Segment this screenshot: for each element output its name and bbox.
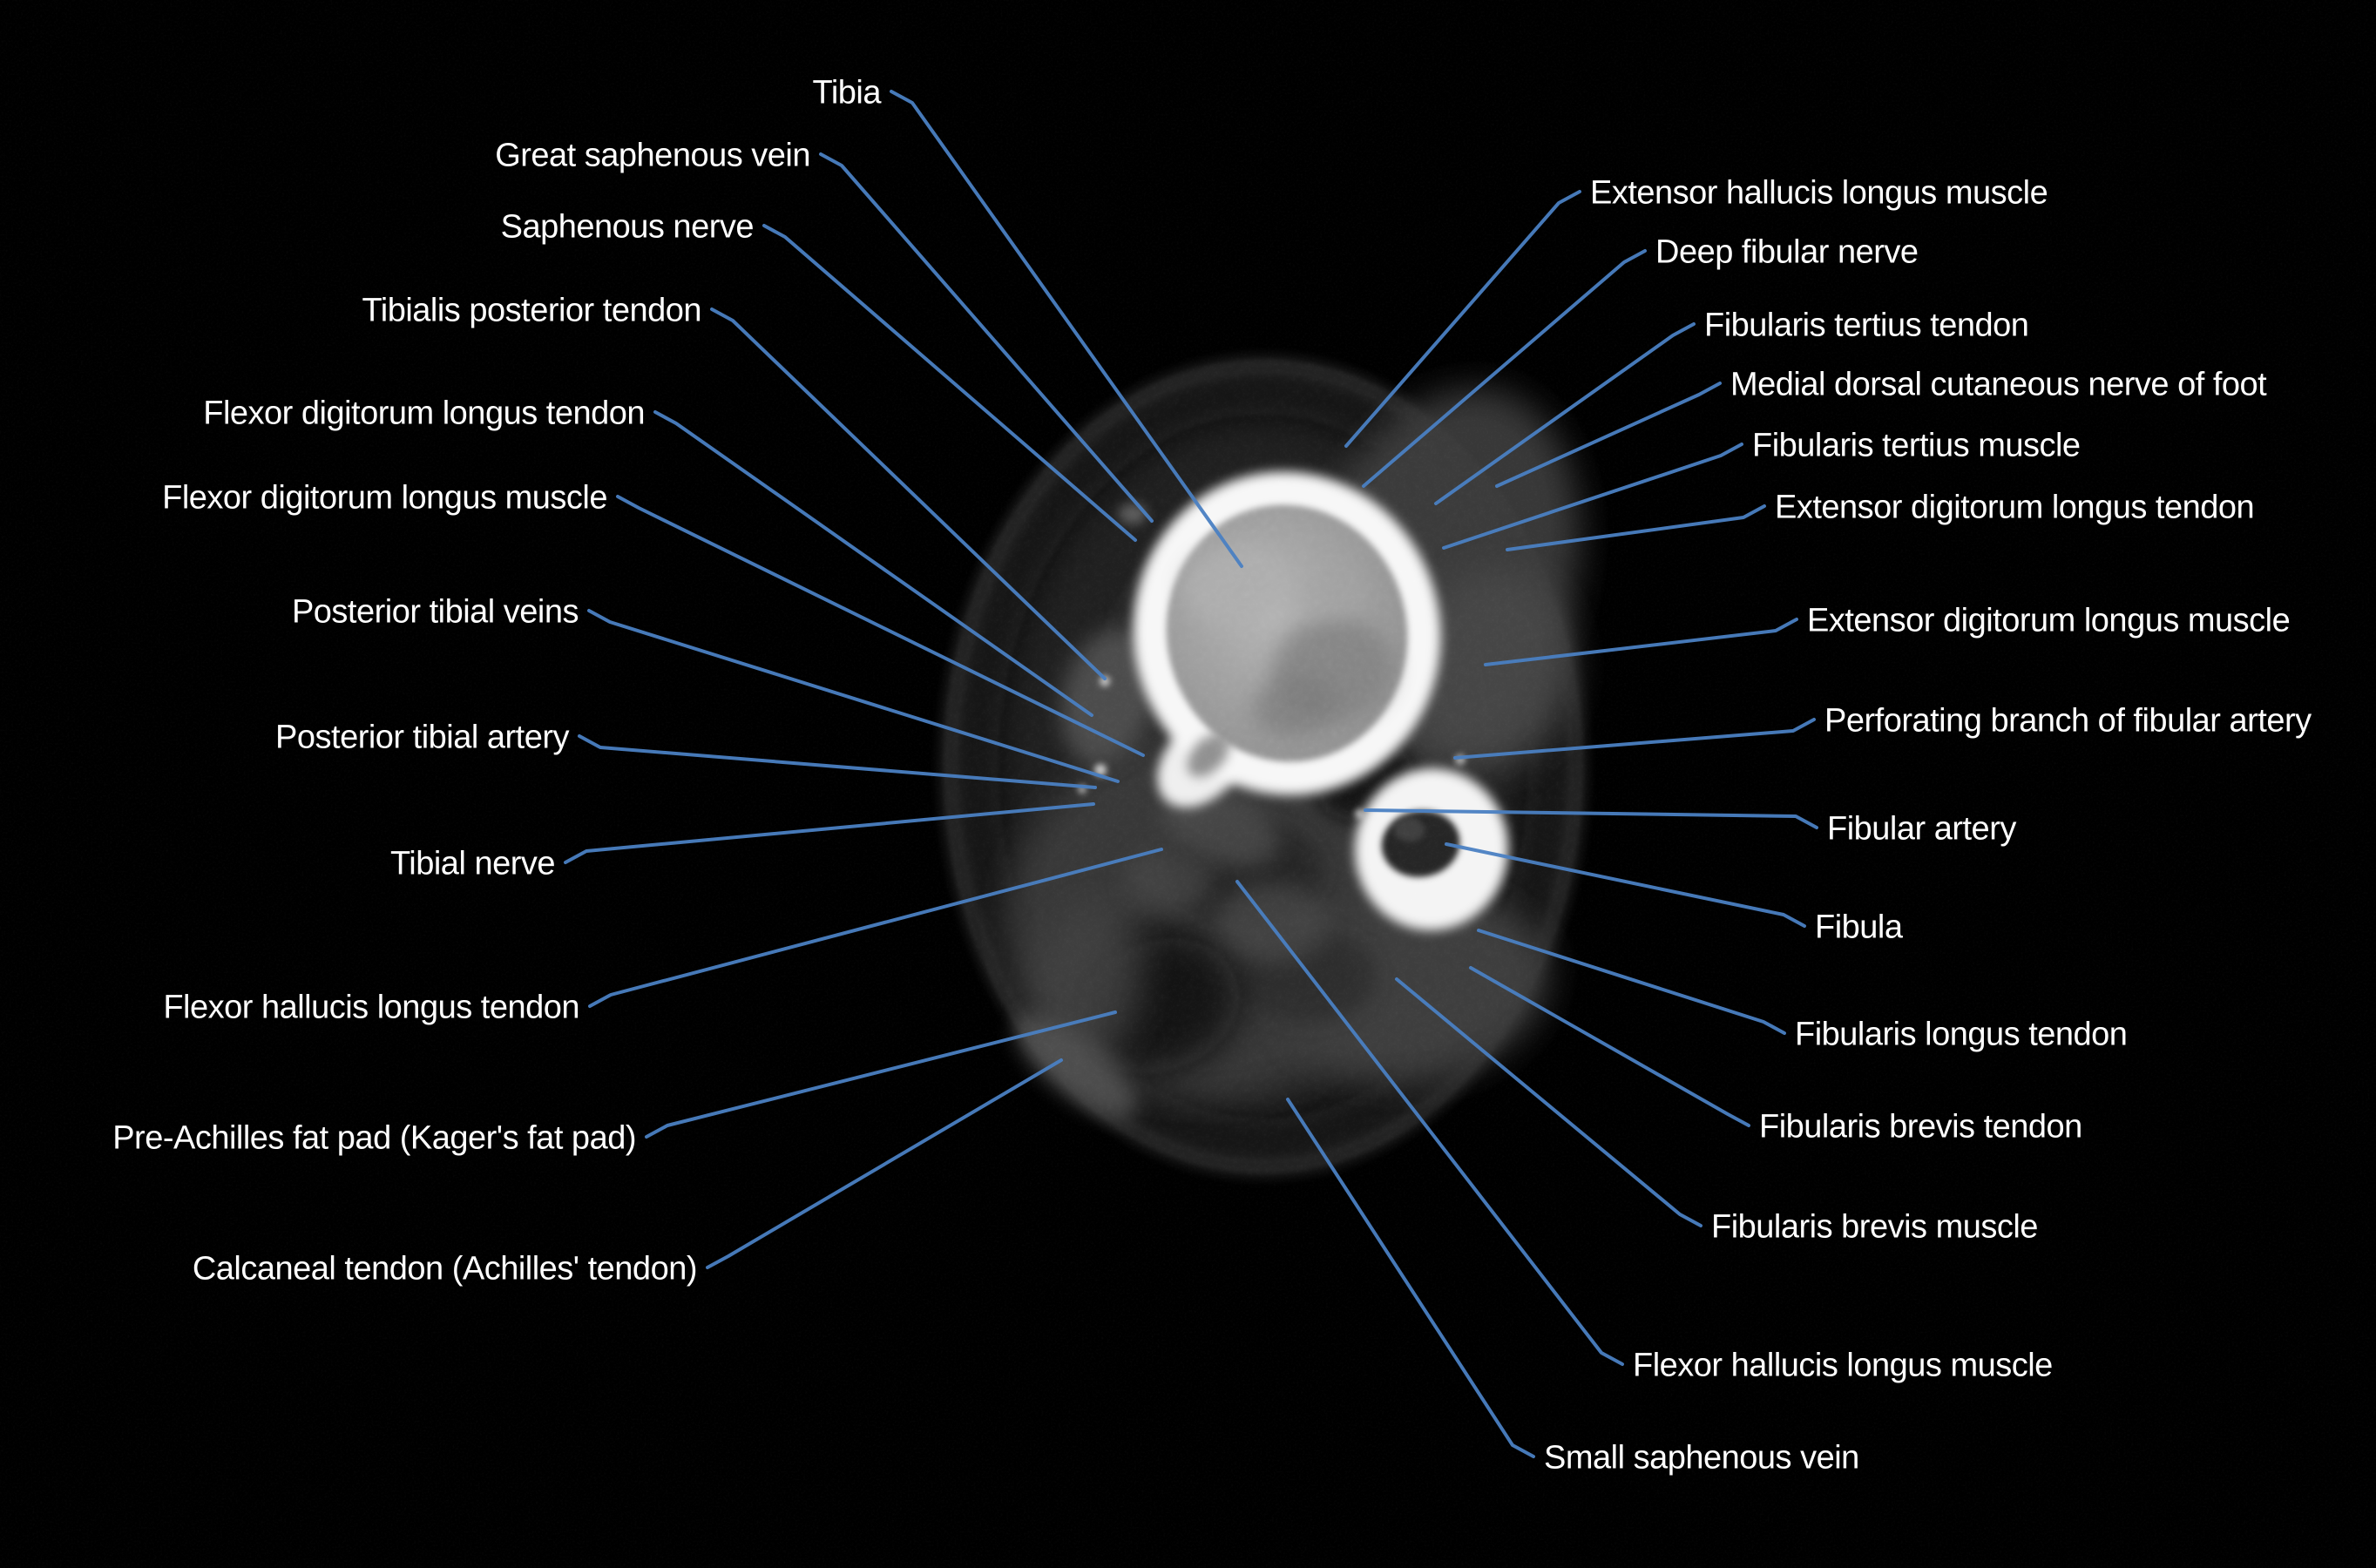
leader-line-tibialis-posterior-tendon	[710, 308, 1107, 680]
leader-line-posterior-tibial-artery	[578, 734, 1097, 789]
label-extensor-digitorum-longus-muscle: Extensor digitorum longus muscle	[1807, 602, 2290, 639]
label-small-saphenous-vein: Small saphenous vein	[1544, 1439, 1859, 1476]
leader-line-flexor-digitorum-longus-tendon	[653, 410, 1093, 717]
label-fibularis-tertius-muscle: Fibularis tertius muscle	[1752, 427, 2081, 463]
ct-scan-image	[943, 359, 1584, 1174]
leader-line-calcaneal-tendon-achilles-tendon	[706, 1058, 1063, 1269]
leader-line-pre-achilles-fat-pad-kager-s-fat-pad	[645, 1010, 1117, 1139]
leader-line-tibial-nerve	[564, 802, 1095, 864]
label-calcaneal-tendon-achilles-tendon: Calcaneal tendon (Achilles' tendon)	[193, 1250, 697, 1287]
label-fibularis-tertius-tendon: Fibularis tertius tendon	[1704, 307, 2028, 343]
leader-line-posterior-tibial-veins	[587, 609, 1120, 783]
label-flexor-hallucis-longus-muscle: Flexor hallucis longus muscle	[1633, 1347, 2053, 1383]
leader-line-fibularis-brevis-muscle	[1395, 977, 1702, 1227]
label-fibularis-brevis-muscle: Fibularis brevis muscle	[1711, 1208, 2038, 1245]
label-flexor-digitorum-longus-tendon: Flexor digitorum longus tendon	[203, 395, 645, 431]
label-flexor-digitorum-longus-muscle: Flexor digitorum longus muscle	[162, 479, 607, 516]
label-pre-achilles-fat-pad-kager-s-fat-pad: Pre-Achilles fat pad (Kager's fat pad)	[112, 1119, 636, 1156]
leader-line-tibia	[890, 90, 1243, 568]
leader-line-fibularis-tertius-tendon	[1434, 322, 1696, 505]
leader-line-fibularis-longus-tendon	[1477, 929, 1786, 1035]
leader-lines	[564, 90, 1818, 1458]
label-fibularis-brevis-tendon: Fibularis brevis tendon	[1759, 1108, 2082, 1145]
leader-line-fibularis-tertius-muscle	[1442, 443, 1743, 550]
leader-line-extensor-hallucis-longus-muscle	[1344, 190, 1581, 448]
leader-line-perforating-branch-of-fibular-artery	[1453, 718, 1816, 760]
label-posterior-tibial-artery: Posterior tibial artery	[275, 719, 569, 755]
label-fibular-artery: Fibular artery	[1827, 810, 2016, 847]
leader-line-flexor-digitorum-longus-muscle	[616, 495, 1145, 757]
label-perforating-branch-of-fibular-artery: Perforating branch of fibular artery	[1824, 702, 2312, 739]
leader-line-saphenous-nerve	[762, 224, 1137, 542]
label-fibularis-longus-tendon: Fibularis longus tendon	[1795, 1016, 2127, 1052]
label-tibial-nerve: Tibial nerve	[390, 845, 555, 882]
leader-line-fibula	[1445, 842, 1806, 928]
label-deep-fibular-nerve: Deep fibular nerve	[1655, 233, 1919, 270]
leader-line-small-saphenous-vein	[1286, 1098, 1535, 1458]
label-tibia: Tibia	[813, 74, 883, 111]
leader-line-flexor-hallucis-longus-muscle	[1235, 880, 1624, 1366]
label-medial-dorsal-cutaneous-nerve-of-foot: Medial dorsal cutaneous nerve of foot	[1730, 366, 2267, 402]
label-extensor-digitorum-longus-tendon: Extensor digitorum longus tendon	[1775, 489, 2254, 525]
label-tibialis-posterior-tendon: Tibialis posterior tendon	[362, 292, 701, 328]
leader-line-flexor-hallucis-longus-tendon	[588, 848, 1163, 1008]
label-fibula: Fibula	[1815, 909, 1904, 945]
leader-line-fibularis-brevis-tendon	[1469, 966, 1750, 1127]
leader-line-extensor-digitorum-longus-tendon	[1506, 504, 1766, 551]
label-saphenous-nerve: Saphenous nerve	[501, 208, 754, 245]
label-flexor-hallucis-longus-tendon: Flexor hallucis longus tendon	[163, 989, 579, 1025]
leader-line-great-saphenous-vein	[819, 152, 1154, 523]
leader-line-medial-dorsal-cutaneous-nerve-of-foot	[1495, 382, 1722, 488]
label-posterior-tibial-veins: Posterior tibial veins	[292, 593, 579, 630]
leader-line-fibular-artery	[1364, 808, 1818, 829]
label-extensor-hallucis-longus-muscle: Extensor hallucis longus muscle	[1590, 174, 2048, 211]
leader-line-extensor-digitorum-longus-muscle	[1484, 618, 1798, 666]
leader-line-deep-fibular-nerve	[1362, 249, 1647, 488]
label-great-saphenous-vein: Great saphenous vein	[495, 137, 810, 173]
tibia-grain-overlay	[1156, 494, 1418, 773]
